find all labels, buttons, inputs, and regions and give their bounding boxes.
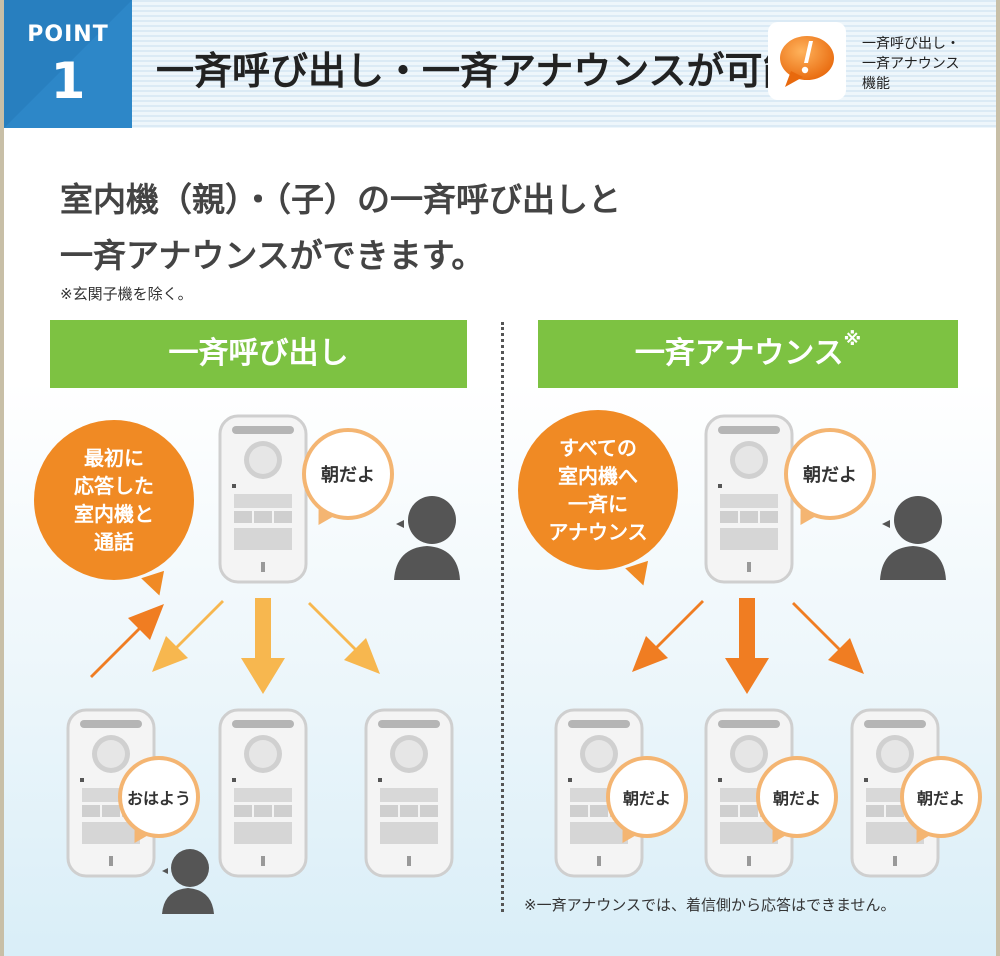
speech-bubble-asa-dayo: 朝だよ <box>302 428 394 520</box>
person-icon <box>394 496 460 580</box>
point-label: POINT <box>27 22 109 47</box>
section-title-text: 一斉呼び出し <box>168 336 349 371</box>
speech-bubble-asa-dayo: 朝だよ <box>756 756 838 838</box>
bubble-text: 朝だよ <box>916 789 965 808</box>
intercom-master-unit <box>704 414 794 584</box>
callout-line: 通話 <box>94 530 134 554</box>
feature-line: 機能 <box>862 76 890 92</box>
lead-line-2: 一斉アナウンスができます。 <box>60 236 485 275</box>
point-badge: POINT 1 <box>4 0 132 128</box>
arrow-down-right-icon <box>308 602 380 674</box>
page-frame: POINT 1 一斉呼び出し・一斉アナウンスが可能 一斉呼び出し・ 一斉アナウン… <box>4 0 996 956</box>
feature-label: 一斉呼び出し・ 一斉アナウンス 機能 <box>862 34 992 94</box>
lead-text: 室内機（親）・（子）の一斉呼び出しと 一斉アナウンスができます。 <box>60 172 621 284</box>
speech-bubble-asa-dayo: 朝だよ <box>606 756 688 838</box>
arrow-down-left-icon <box>152 600 224 672</box>
section-title-text: 一斉アナウンス <box>634 336 844 371</box>
bubble-text: おはよう <box>126 789 191 808</box>
speech-bubble-asa-dayo: 朝だよ <box>784 428 876 520</box>
feature-line: 一斉呼び出し・ <box>862 36 960 52</box>
announce-note: ※一斉アナウンスでは、着信側から応答はできません。 <box>524 896 896 914</box>
section-title-simultaneous-announce: 一斉アナウンス※ <box>538 320 958 388</box>
intercom-sub-unit <box>218 708 308 878</box>
arrow-down-icon <box>725 598 769 694</box>
speech-bubble-asa-dayo: 朝だよ <box>900 756 982 838</box>
arrow-down-left-icon <box>632 600 704 672</box>
bubble-text: 朝だよ <box>772 789 821 808</box>
bubble-text: 朝だよ <box>622 789 671 808</box>
feature-line: 一斉アナウンス <box>862 56 960 72</box>
exclamation-speech-icon <box>768 22 846 100</box>
point-number: 1 <box>50 52 86 110</box>
callout-line: 一斉に <box>568 492 628 516</box>
person-icon <box>162 849 214 914</box>
callout-first-answer: 最初に 応答した 室内機と 通話 <box>34 420 194 580</box>
callout-line: アナウンス <box>548 520 648 544</box>
lead-line-1: 室内機（親）・（子）の一斉呼び出しと <box>60 180 621 219</box>
header: POINT 1 一斉呼び出し・一斉アナウンスが可能 一斉呼び出し・ 一斉アナウン… <box>4 0 996 128</box>
person-icon <box>880 496 946 580</box>
section-title-simultaneous-call: 一斉呼び出し <box>50 320 467 388</box>
callout-line: すべての <box>559 436 637 460</box>
lead-note: ※玄関子機を除く。 <box>60 285 193 303</box>
page-title: 一斉呼び出し・一斉アナウンスが可能 <box>156 49 801 93</box>
intercom-sub-unit <box>364 708 454 878</box>
section-title-mark: ※ <box>843 329 862 350</box>
bubble-text: 朝だよ <box>321 465 375 486</box>
callout-line: 応答した <box>74 474 154 498</box>
callout-line: 室内機と <box>74 502 154 526</box>
callout-announce-all: すべての 室内機へ 一斉に アナウンス <box>518 410 678 570</box>
callout-line: 最初に <box>84 446 144 470</box>
intercom-master-unit <box>218 414 308 584</box>
bubble-text: 朝だよ <box>803 465 857 486</box>
arrow-down-right-icon <box>792 602 864 674</box>
arrow-down-icon <box>241 598 285 694</box>
arrow-up-right-icon <box>90 604 164 678</box>
speech-bubble-ohayou: おはよう <box>118 756 200 838</box>
section-divider <box>501 322 504 912</box>
callout-line: 室内機へ <box>558 464 638 488</box>
